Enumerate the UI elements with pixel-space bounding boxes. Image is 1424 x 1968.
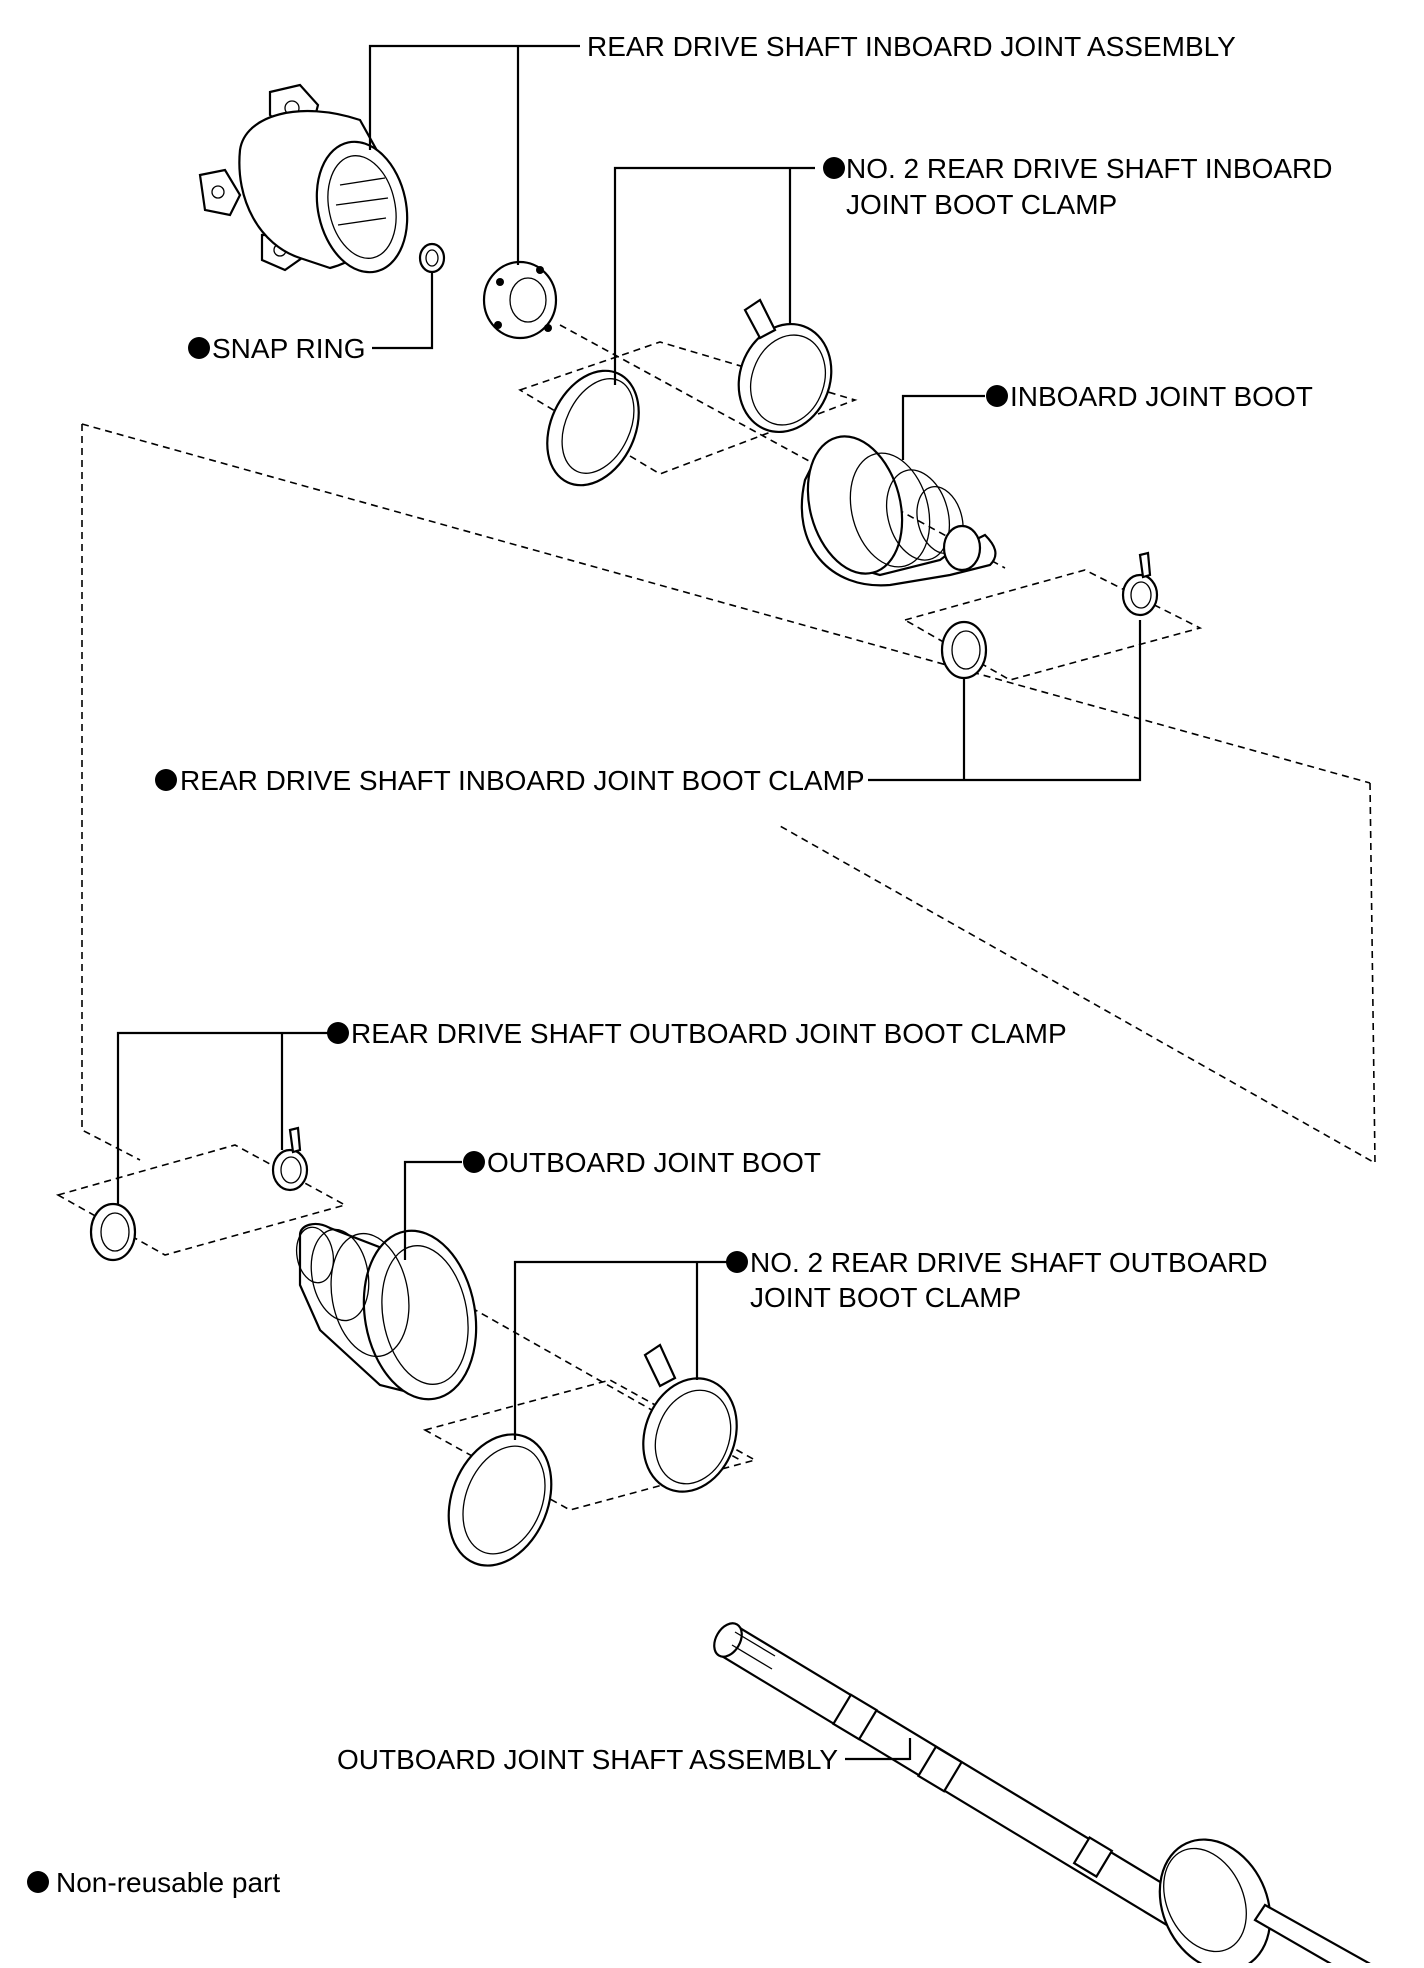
snap-ring-part: [418, 242, 446, 274]
non-reusable-marker-icon: [726, 1251, 748, 1273]
callout-labels: REAR DRIVE SHAFT INBOARD JOINT ASSEMBLY …: [155, 31, 1332, 1775]
label-no2-inboard-clamp-line1: NO. 2 REAR DRIVE SHAFT INBOARD: [846, 153, 1332, 184]
non-reusable-marker-icon: [188, 337, 210, 359]
label-inboard-boot-clamp: REAR DRIVE SHAFT INBOARD JOINT BOOT CLAM…: [180, 765, 865, 796]
inboard-small-boot-clamps: [940, 551, 1159, 680]
assembly-guide-lines: [55, 324, 1376, 1511]
non-reusable-marker-icon: [327, 1022, 349, 1044]
outboard-small-boot-clamps: [89, 1126, 309, 1262]
inboard-joint-boot-part: [800, 435, 997, 587]
guide-line-left: [81, 424, 141, 1161]
legend: Non-reusable part: [27, 1867, 280, 1898]
leader-lines: [116, 44, 1142, 1761]
non-reusable-marker-icon: [823, 157, 845, 179]
legend-non-reusable-text: Non-reusable part: [56, 1867, 280, 1898]
label-no2-inboard-clamp-line2: JOINT BOOT CLAMP: [846, 189, 1117, 220]
outboard-joint-boot-part: [295, 1222, 478, 1401]
axis-upper: [559, 324, 1006, 569]
label-outboard-boot-clamp: REAR DRIVE SHAFT OUTBOARD JOINT BOOT CLA…: [351, 1018, 1067, 1049]
non-reusable-marker-icon: [463, 1151, 485, 1173]
non-reusable-marker-icon: [986, 385, 1008, 407]
outboard-shaft-assembly-part: [713, 1622, 1403, 1968]
plane-outboard-boot-clamps: [55, 1144, 348, 1256]
no2-outboard-clamp-part: [642, 1343, 738, 1493]
non-reusable-marker-icon: [27, 1871, 49, 1893]
guide-line-top: [81, 423, 1371, 784]
label-no2-outboard-clamp-line1: NO. 2 REAR DRIVE SHAFT OUTBOARD: [750, 1247, 1268, 1278]
no2-inboard-clamp-part: [737, 298, 833, 434]
non-reusable-marker-icon: [155, 769, 177, 791]
label-outboard-joint-boot: OUTBOARD JOINT BOOT: [487, 1147, 821, 1178]
label-inboard-joint-assembly: REAR DRIVE SHAFT INBOARD JOINT ASSEMBLY: [587, 31, 1236, 62]
inboard-large-band-clamp: [546, 369, 640, 487]
label-snap-ring: SNAP RING: [212, 333, 366, 364]
label-no2-outboard-clamp-line2: JOINT BOOT CLAMP: [750, 1282, 1021, 1313]
outboard-large-band-clamp: [447, 1433, 553, 1567]
label-outboard-shaft-assembly: OUTBOARD JOINT SHAFT ASSEMBLY: [337, 1744, 838, 1775]
tripod-spider-part: [482, 260, 558, 340]
guide-line-right: [779, 782, 1376, 1165]
inboard-joint-housing: [198, 83, 409, 274]
label-inboard-joint-boot: INBOARD JOINT BOOT: [1010, 381, 1313, 412]
axis-lower: [439, 1289, 741, 1461]
